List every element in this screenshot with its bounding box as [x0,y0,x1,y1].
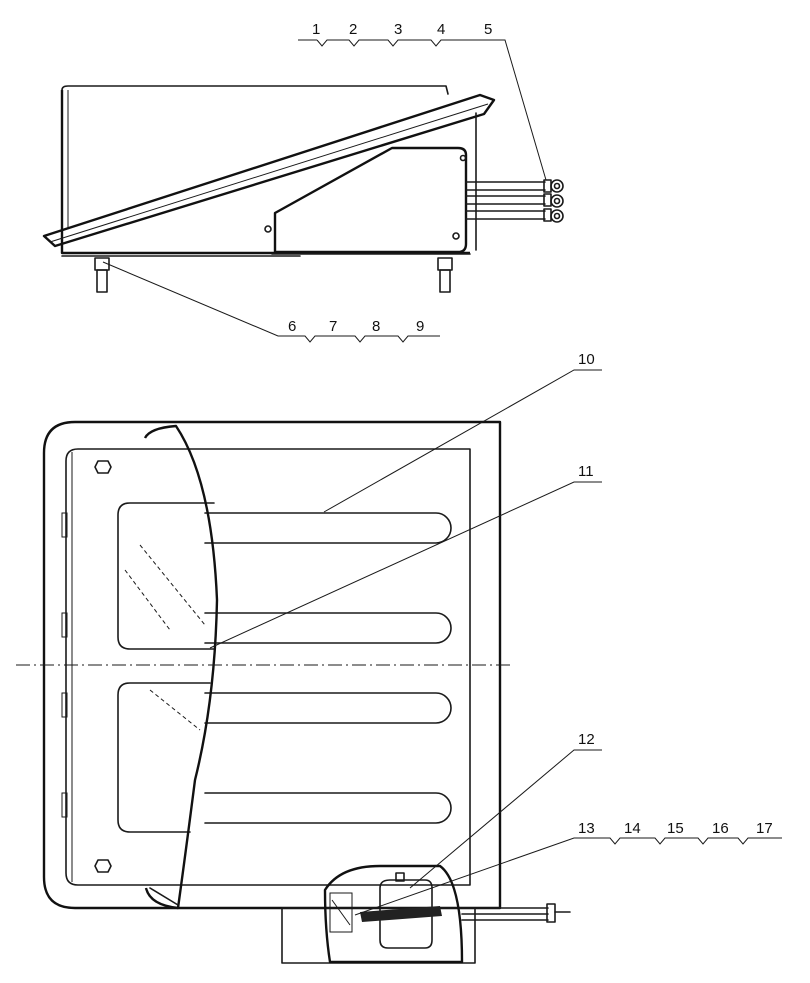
callout-4: 4 [437,21,445,38]
callout-10: 10 [578,351,595,368]
callout-7: 7 [329,318,337,335]
lower-pipes [461,903,571,923]
callout-14: 14 [624,820,641,837]
top-leader [298,39,547,181]
hatched-plate [360,906,442,922]
callout-1: 1 [312,21,320,38]
plate-lower [117,682,211,833]
glass-hatch-1 [139,544,206,626]
cover-corner-line [149,887,179,906]
callout-12: 12 [578,731,595,748]
feet [94,257,453,293]
sloped-cover [42,93,496,248]
cutaway-housing [323,864,464,964]
callout-11: 11 [578,463,594,480]
housing-screw-1 [264,225,272,233]
glass-hatch-3 [149,689,201,731]
callout-3: 3 [394,21,402,38]
bottom-leader [102,261,440,343]
housing-screw-3 [459,154,467,162]
callouts: 1 2 3 4 5 6 7 8 9 10 11 12 13 14 15 16 1… [288,21,773,837]
housing-screw-2 [452,232,460,240]
housing-hatch [331,899,351,926]
cutaway-cover-edge [143,424,219,910]
hinges [61,512,68,818]
callout-6: 6 [288,318,296,335]
inner-panel [65,448,471,886]
glass-hatch-2 [124,569,171,631]
callout-17: 17 [756,820,773,837]
leader-13-17 [354,837,782,916]
component-body [379,879,433,949]
side-body-top [61,85,449,95]
outer-frame [42,420,502,910]
leader-12 [409,749,602,889]
plate-upper [117,502,215,650]
side-body-outline [60,90,470,255]
corner-screw-top [94,460,112,474]
corner-screw-bottom [94,859,112,873]
component-nut [395,872,405,882]
callout-5: 5 [484,21,492,38]
sloped-cover-edge [49,103,489,243]
pipe-connections [465,179,564,223]
leader-11 [209,481,602,649]
callout-13: 13 [578,820,595,837]
channels [204,512,452,824]
side-view [42,39,564,343]
callout-8: 8 [372,318,380,335]
callout-9: 9 [416,318,424,335]
callout-2: 2 [349,21,357,38]
housing-block [329,892,353,933]
callout-16: 16 [712,820,729,837]
plan-view [16,369,782,964]
leader-10 [323,369,602,513]
callout-15: 15 [667,820,684,837]
motor-housing [273,146,468,254]
